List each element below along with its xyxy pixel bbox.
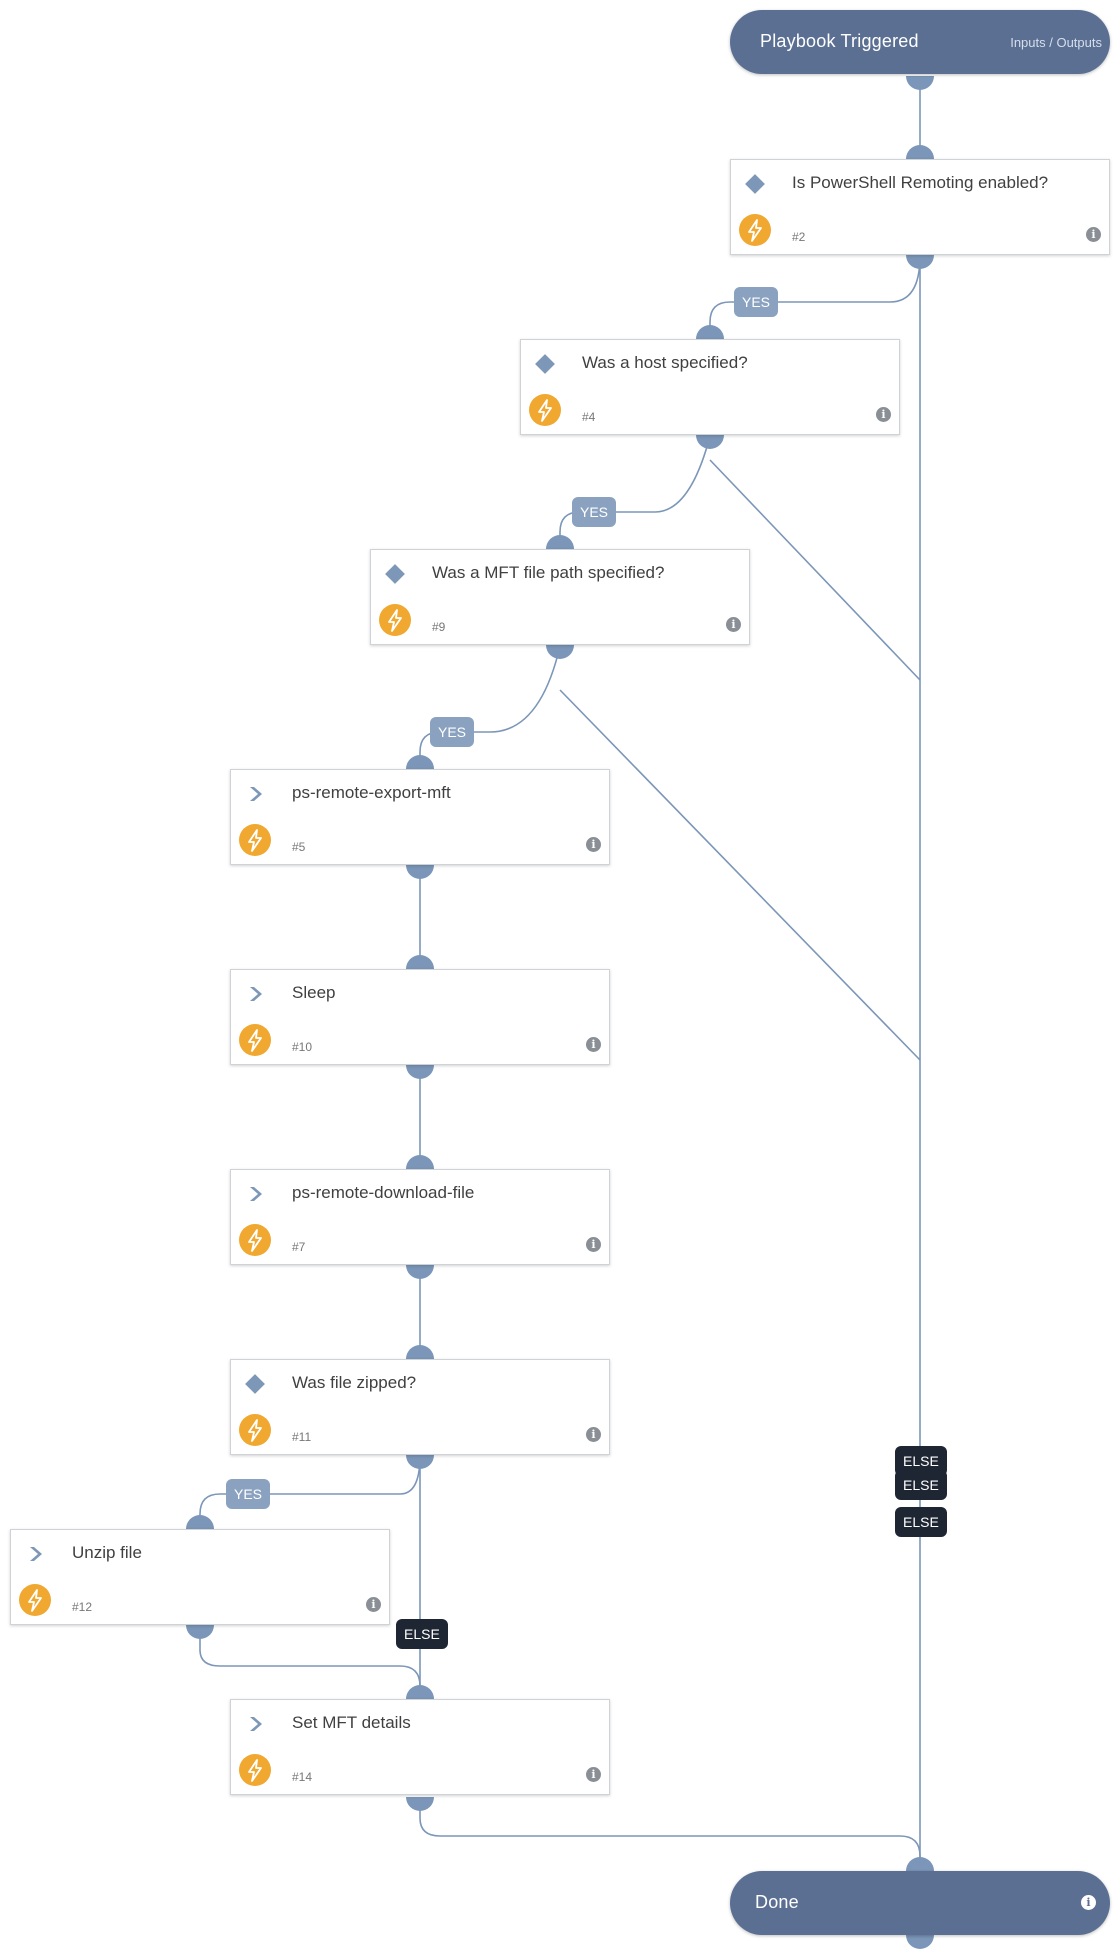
info-icon[interactable]: i: [586, 1237, 601, 1252]
condition-diamond-icon: [535, 354, 555, 374]
chevron-right-icon: [245, 784, 265, 804]
port-12-in: [186, 1515, 214, 1529]
port-done-out: [906, 1935, 934, 1949]
done-title: Done: [755, 1892, 799, 1912]
lightning-icon: [379, 604, 411, 636]
task-title: Is PowerShell Remoting enabled?: [792, 173, 1049, 192]
port-4-in: [696, 325, 724, 339]
task-node-11[interactable]: Was file zipped? #11 i: [230, 1359, 610, 1455]
task-node-5[interactable]: ps-remote-export-mft #5 i: [230, 769, 610, 865]
lightning-icon: [739, 214, 771, 246]
lightning-icon: [239, 824, 271, 856]
trigger-title: Playbook Triggered: [760, 31, 919, 51]
port-11-out: [406, 1455, 434, 1469]
port-done-in: [906, 1857, 934, 1871]
port-9-out: [546, 645, 574, 659]
condition-diamond-icon: [745, 174, 765, 194]
port-trigger-out: [906, 76, 934, 90]
yes-label[interactable]: YES: [430, 717, 475, 747]
lightning-icon: [239, 1024, 271, 1056]
lightning-icon: [239, 1224, 271, 1256]
task-node-10[interactable]: Sleep #10 i: [230, 969, 610, 1065]
task-number: #14: [292, 1770, 313, 1784]
port-14-in: [406, 1685, 434, 1699]
condition-diamond-icon: [245, 1374, 265, 1394]
port-12-out: [186, 1625, 214, 1639]
task-title: Set MFT details: [292, 1713, 411, 1732]
task-node-9[interactable]: Was a MFT file path specified? #9 i: [370, 549, 750, 645]
done-node[interactable]: Done i: [730, 1871, 1110, 1935]
lightning-icon: [529, 394, 561, 426]
edge-12-to-14: [199, 1626, 421, 1687]
info-icon[interactable]: i: [726, 617, 741, 632]
task-title: Was a host specified?: [582, 353, 748, 372]
chevron-right-icon: [245, 1184, 265, 1204]
else-label[interactable]: ELSE: [895, 1470, 947, 1500]
inputs-outputs-link[interactable]: Inputs / Outputs: [1010, 35, 1102, 50]
task-node-14[interactable]: Set MFT details #14 i: [230, 1699, 610, 1795]
info-icon[interactable]: i: [586, 1037, 601, 1052]
task-title: Sleep: [292, 983, 336, 1002]
port-4-out: [696, 435, 724, 449]
chevron-right-icon: [245, 1714, 265, 1734]
port-10-in: [406, 955, 434, 969]
edge-9-yes-to-5: [413, 645, 561, 775]
task-node-4[interactable]: Was a host specified? #4 i: [520, 339, 900, 435]
port-11-in: [406, 1345, 434, 1359]
task-node-2[interactable]: Is PowerShell Remoting enabled? #2 i: [730, 159, 1110, 255]
yes-label[interactable]: YES: [226, 1479, 271, 1509]
task-number: #11: [292, 1430, 312, 1444]
else-label[interactable]: ELSE: [895, 1507, 947, 1537]
info-icon[interactable]: i: [586, 1767, 601, 1782]
port-10-out: [406, 1065, 434, 1079]
task-title: Was a MFT file path specified?: [432, 563, 665, 582]
edge-14-to-done: [419, 1798, 927, 1873]
task-number: #2: [792, 230, 806, 244]
task-title: Was file zipped?: [292, 1373, 417, 1392]
info-icon[interactable]: i: [1081, 1895, 1096, 1910]
lightning-icon: [239, 1414, 271, 1446]
task-title: Unzip file: [72, 1543, 142, 1562]
task-number: #12: [72, 1600, 93, 1614]
task-number: #7: [292, 1240, 306, 1254]
info-icon[interactable]: i: [876, 407, 891, 422]
playbook-triggered-node[interactable]: Playbook Triggered Inputs / Outputs: [730, 10, 1110, 74]
lightning-icon: [19, 1584, 51, 1616]
yes-label[interactable]: YES: [734, 287, 779, 317]
task-title: ps-remote-download-file: [292, 1183, 475, 1202]
info-icon[interactable]: i: [1086, 227, 1101, 242]
yes-label[interactable]: YES: [572, 497, 617, 527]
task-title: ps-remote-export-mft: [292, 783, 451, 802]
port-2-out: [906, 255, 934, 269]
port-14-out: [406, 1797, 434, 1811]
port-7-in: [406, 1155, 434, 1169]
task-number: #10: [292, 1040, 313, 1054]
chevron-right-icon: [25, 1544, 45, 1564]
task-node-12[interactable]: Unzip file #12 i: [10, 1529, 390, 1625]
lightning-icon: [239, 1754, 271, 1786]
chevron-right-icon: [245, 984, 265, 1004]
port-7-out: [406, 1265, 434, 1279]
edge-9-else: [559, 689, 921, 1061]
task-number: #5: [292, 840, 306, 854]
edge-4-yes-to-9: [553, 435, 711, 555]
port-5-out: [406, 865, 434, 879]
edge-2-yes-to-4: [703, 255, 921, 345]
info-icon[interactable]: i: [586, 837, 601, 852]
info-icon[interactable]: i: [586, 1427, 601, 1442]
port-2-in: [906, 145, 934, 159]
info-icon[interactable]: i: [366, 1597, 381, 1612]
task-node-7[interactable]: ps-remote-download-file #7 i: [230, 1169, 610, 1265]
else-label[interactable]: ELSE: [396, 1619, 448, 1649]
edge-4-else: [709, 459, 921, 681]
edge-11-yes-to-12: [193, 1455, 421, 1535]
task-number: #4: [582, 410, 596, 424]
condition-diamond-icon: [385, 564, 405, 584]
port-5-in: [406, 755, 434, 769]
port-9-in: [546, 535, 574, 549]
task-number: #9: [432, 620, 446, 634]
